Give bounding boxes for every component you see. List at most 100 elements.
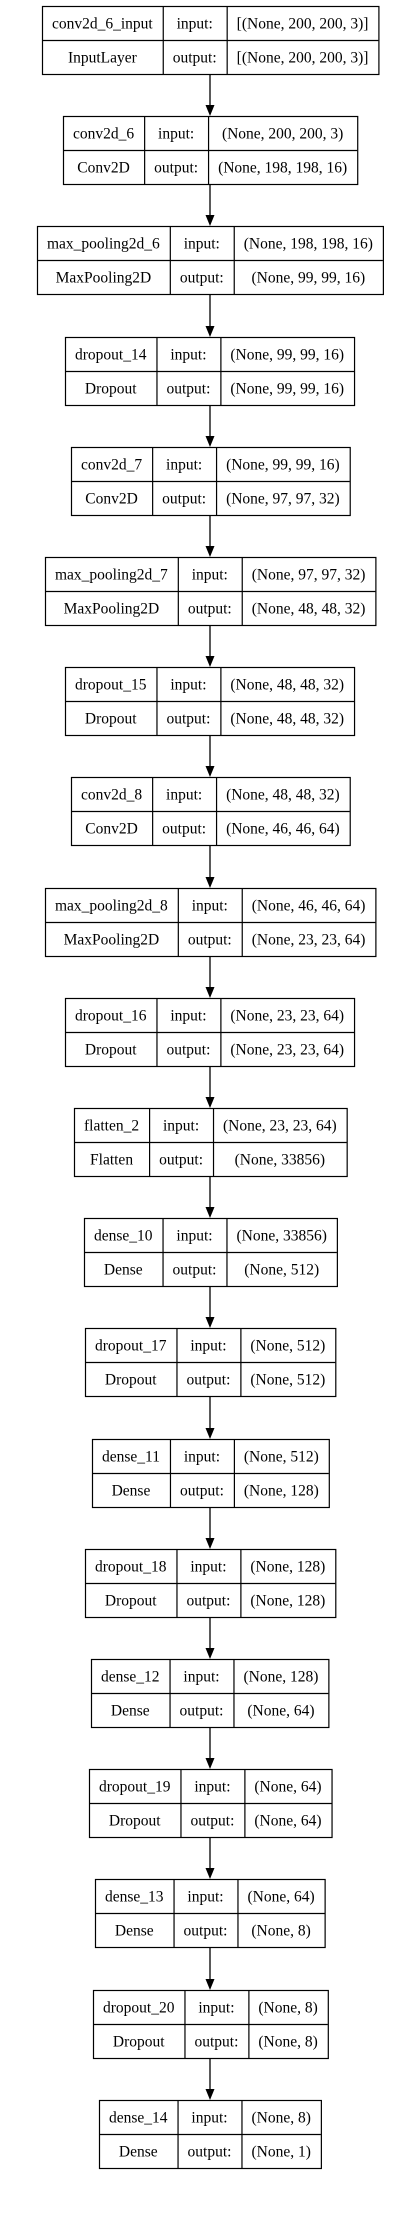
output-label: output: xyxy=(186,1593,230,1610)
connection-arrow xyxy=(205,1948,215,1990)
input-shape: (None, 33856) xyxy=(236,1228,326,1245)
layer-name: dense_11 xyxy=(102,1449,160,1466)
layer-type: Conv2D xyxy=(77,160,130,177)
output-shape: (None, 198, 198, 16) xyxy=(218,160,347,177)
layer-name: dropout_18 xyxy=(95,1559,167,1576)
layer-name: dense_12 xyxy=(101,1669,160,1686)
output-shape: (None, 128) xyxy=(250,1593,325,1610)
connection-arrow xyxy=(205,1508,215,1549)
output-shape: (None, 23, 23, 64) xyxy=(252,932,366,949)
layer-type: Dropout xyxy=(105,1593,157,1610)
layer-type: Dropout xyxy=(105,1372,157,1389)
input-shape: (None, 128) xyxy=(250,1559,325,1576)
input-label: input: xyxy=(198,2000,234,2017)
input-label: input: xyxy=(187,1889,223,1906)
connection-arrows xyxy=(205,75,215,2100)
connection-arrow xyxy=(205,736,215,777)
output-shape: (None, 23, 23, 64) xyxy=(230,1042,344,1059)
output-label: output: xyxy=(154,160,198,177)
connection-arrow xyxy=(205,626,215,667)
layer-type: Dense xyxy=(104,1262,143,1279)
output-label: output: xyxy=(162,821,206,838)
layer-name: conv2d_7 xyxy=(81,457,142,474)
output-label: output: xyxy=(184,1923,228,1940)
layer-node: conv2d_6_inputInputLayerinput:output:[(N… xyxy=(41,5,380,76)
connection-arrow xyxy=(205,1618,215,1659)
input-label: input: xyxy=(194,1779,230,1796)
layer-name: dropout_17 xyxy=(95,1338,167,1355)
output-label: output: xyxy=(188,2144,232,2161)
input-label: input: xyxy=(184,1449,220,1466)
layer-type: Dropout xyxy=(85,381,137,398)
layer-name: dropout_19 xyxy=(99,1779,171,1796)
input-label: input: xyxy=(177,16,213,33)
input-label: input: xyxy=(166,457,202,474)
layer-name: max_pooling2d_6 xyxy=(47,236,160,253)
output-shape: (None, 512) xyxy=(250,1372,325,1389)
connection-arrow xyxy=(205,1177,215,1218)
layer-node: max_pooling2d_8MaxPooling2Dinput:output:… xyxy=(44,887,377,958)
output-shape: (None, 64) xyxy=(247,1703,314,1720)
output-shape: (None, 1) xyxy=(251,2144,310,2161)
connection-arrow xyxy=(205,1067,215,1108)
layer-name: conv2d_6 xyxy=(73,126,134,143)
layer-type: MaxPooling2D xyxy=(64,932,160,949)
layer-name: dense_13 xyxy=(105,1889,164,1906)
output-label: output: xyxy=(173,1262,217,1279)
output-label: output: xyxy=(180,270,224,287)
layer-type: Dropout xyxy=(109,1813,161,1830)
layer-name: dropout_15 xyxy=(75,677,147,694)
layer-name: flatten_2 xyxy=(84,1118,139,1135)
input-shape: (None, 198, 198, 16) xyxy=(244,236,373,253)
input-shape: (None, 23, 23, 64) xyxy=(223,1118,337,1135)
output-shape: (None, 128) xyxy=(244,1483,319,1500)
input-shape: (None, 23, 23, 64) xyxy=(230,1008,344,1025)
output-shape: (None, 512) xyxy=(244,1262,319,1279)
input-label: input: xyxy=(170,677,206,694)
output-shape: (None, 99, 99, 16) xyxy=(230,381,344,398)
layer-type: Dense xyxy=(111,1703,150,1720)
layer-type: Dropout xyxy=(85,711,137,728)
layer-nodes: conv2d_6_inputInputLayerinput:output:[(N… xyxy=(36,5,384,2170)
layer-name: dense_10 xyxy=(94,1228,153,1245)
output-shape: (None, 64) xyxy=(254,1813,321,1830)
layer-type: Dropout xyxy=(113,2034,165,2051)
output-shape: (None, 97, 97, 32) xyxy=(226,491,340,508)
layer-node: max_pooling2d_7MaxPooling2Dinput:output:… xyxy=(44,556,377,627)
input-shape: (None, 99, 99, 16) xyxy=(226,457,340,474)
input-shape: (None, 200, 200, 3) xyxy=(222,126,343,143)
layer-node: max_pooling2d_6MaxPooling2Dinput:output:… xyxy=(36,225,384,296)
connection-arrow xyxy=(205,2059,215,2100)
output-label: output: xyxy=(159,1152,203,1169)
input-label: input: xyxy=(158,126,194,143)
output-label: output: xyxy=(188,932,232,949)
input-shape: (None, 48, 48, 32) xyxy=(230,677,344,694)
layer-name: max_pooling2d_8 xyxy=(55,898,168,915)
input-shape: (None, 8) xyxy=(251,2110,310,2127)
input-shape: (None, 128) xyxy=(243,1669,318,1686)
connection-arrow xyxy=(205,185,215,226)
output-shape: (None, 33856) xyxy=(235,1152,325,1169)
layer-name: conv2d_8 xyxy=(81,787,142,804)
layer-name: conv2d_6_input xyxy=(52,16,153,33)
input-shape: (None, 48, 48, 32) xyxy=(226,787,340,804)
layer-type: Dense xyxy=(115,1923,154,1940)
layer-type: MaxPooling2D xyxy=(56,270,152,287)
connection-arrow xyxy=(205,75,215,116)
input-shape: (None, 512) xyxy=(244,1449,319,1466)
layer-name: dense_14 xyxy=(109,2110,168,2127)
output-shape: (None, 48, 48, 32) xyxy=(252,601,366,618)
input-shape: (None, 99, 99, 16) xyxy=(230,347,344,364)
input-label: input: xyxy=(191,2110,227,2127)
output-shape: (None, 48, 48, 32) xyxy=(230,711,344,728)
layer-name: dropout_14 xyxy=(75,347,147,364)
